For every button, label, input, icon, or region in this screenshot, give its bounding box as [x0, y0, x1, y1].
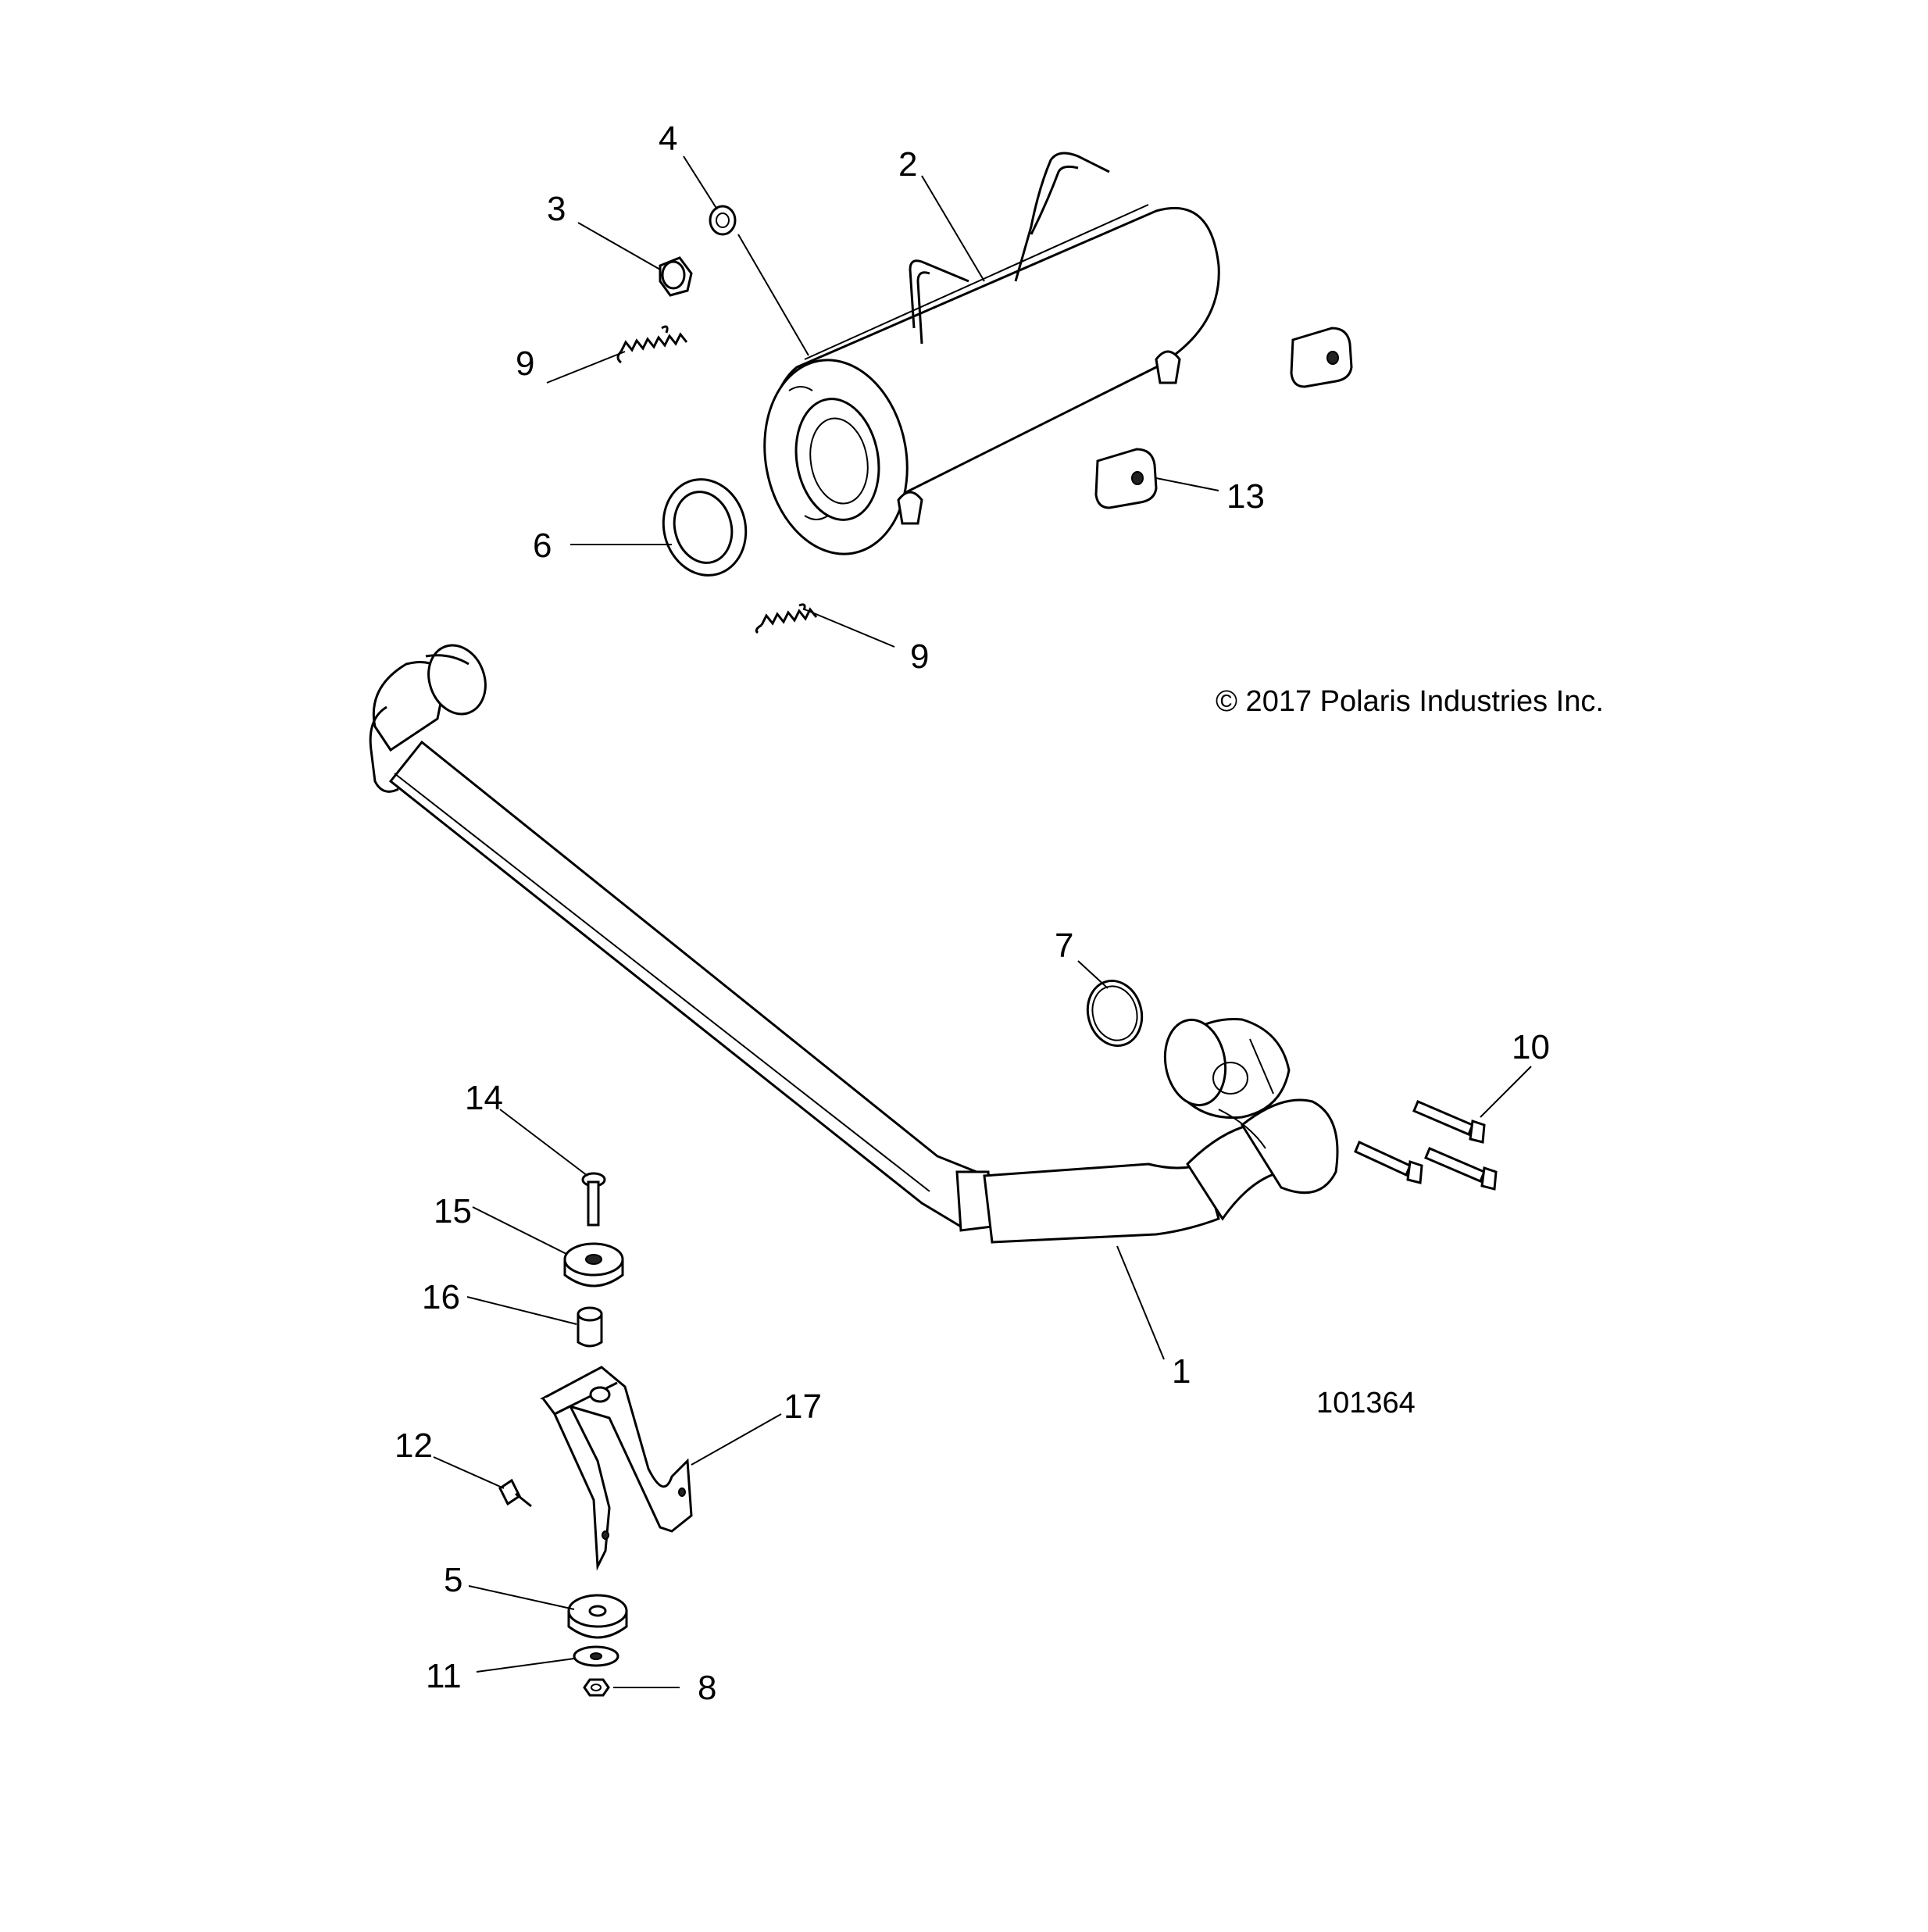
copyright-text: © 2017 Polaris Industries Inc.: [1216, 685, 1604, 718]
callout-2: 2: [898, 145, 917, 184]
muffler: [763, 152, 1220, 555]
callout-8: 8: [698, 1669, 716, 1707]
mount-grommet-lower: [567, 1594, 628, 1639]
callout-9b: 9: [910, 637, 929, 676]
callout-9a: 9: [516, 345, 534, 383]
bolt-left: [1354, 1140, 1423, 1184]
mount-grommet-upper: [563, 1242, 624, 1287]
bushing: [577, 1306, 603, 1348]
head-pipe: [369, 644, 1339, 1244]
leader-lines: [433, 155, 1532, 1688]
callout-16: 16: [422, 1278, 460, 1316]
callout-3: 3: [547, 190, 566, 228]
spring-upper: [616, 325, 688, 364]
callout-11: 11: [426, 1657, 462, 1695]
bolt-top: [1412, 1100, 1486, 1144]
callout-14: 14: [465, 1079, 503, 1117]
callout-1: 1: [1172, 1352, 1191, 1391]
callout-15: 15: [434, 1192, 472, 1230]
callouts: 1 2 3 4 5 6 7 8 9 9 10 11 12 13 14 15 16…: [395, 120, 1550, 1707]
bracket: [540, 1366, 693, 1571]
callout-17: 17: [784, 1387, 822, 1426]
flat-washer: [573, 1645, 619, 1667]
callout-12: 12: [395, 1427, 433, 1465]
grommet-right: [1290, 327, 1353, 388]
callout-10: 10: [1512, 1028, 1550, 1066]
callout-5: 5: [444, 1561, 462, 1599]
bolt-right: [1424, 1147, 1498, 1191]
gasket: [662, 478, 748, 577]
nut: [583, 1678, 610, 1697]
washer: [709, 205, 737, 236]
callout-6: 6: [533, 527, 552, 565]
drawing-number: 101364: [1316, 1387, 1416, 1420]
callout-13: 13: [1226, 477, 1265, 516]
screw: [498, 1478, 532, 1508]
callout-4: 4: [659, 120, 677, 158]
spring-lower: [755, 603, 818, 634]
o-ring: [1086, 979, 1144, 1048]
callout-7: 7: [1055, 927, 1073, 965]
grommet-lower: [1094, 448, 1158, 509]
plug: [659, 256, 693, 297]
pin: [581, 1172, 606, 1227]
